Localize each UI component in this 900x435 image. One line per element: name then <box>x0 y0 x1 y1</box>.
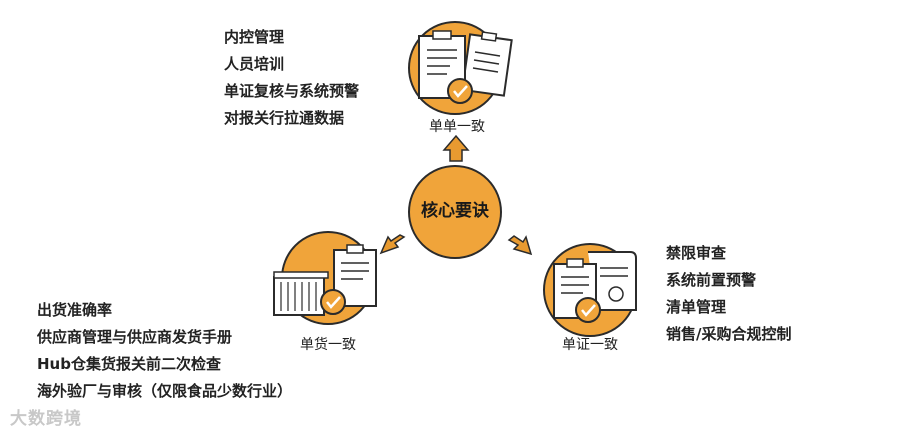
watermark: 大数跨境 <box>10 409 82 429</box>
list-item: 单证复核与系统预警 <box>224 82 360 100</box>
list-item: 内控管理 <box>224 28 285 46</box>
certificate-check-icon <box>543 243 637 337</box>
documents-check-icon <box>408 21 513 115</box>
list-item: 供应商管理与供应商发货手册 <box>37 328 233 346</box>
center-circle <box>408 165 502 259</box>
node-label-right: 单证一致 <box>562 337 618 353</box>
list-item: 海外验厂与审核（仅限食品少数行业） <box>37 382 293 400</box>
list-item: 禁限审查 <box>666 244 727 262</box>
arrow-down-right-icon <box>507 235 533 256</box>
arrow-down-left-icon <box>379 234 406 255</box>
list-top: 内控管理 人员培训 单证复核与系统预警 对报关行拉通数据 <box>224 24 359 132</box>
list-item: 对报关行拉通数据 <box>224 109 345 127</box>
list-item: 销售/采购合规控制 <box>666 325 792 343</box>
node-label-top: 单单一致 <box>429 119 485 135</box>
center-label: 核心要诀 <box>421 201 489 221</box>
list-left: 出货准确率 供应商管理与供应商发货手册 Hub仓集货报关前二次检查 海外验厂与审… <box>37 297 292 405</box>
list-item: 人员培训 <box>224 55 285 73</box>
list-item: 清单管理 <box>666 298 727 316</box>
list-item: 系统前置预警 <box>666 271 757 289</box>
container-clipboard-check-icon <box>273 231 377 325</box>
list-item: 出货准确率 <box>37 301 113 319</box>
list-right: 禁限审查 系统前置预警 清单管理 销售/采购合规控制 <box>666 240 791 348</box>
node-label-left: 单货一致 <box>300 337 356 353</box>
arrow-up-icon <box>442 134 470 162</box>
list-item: Hub仓集货报关前二次检查 <box>37 355 221 373</box>
